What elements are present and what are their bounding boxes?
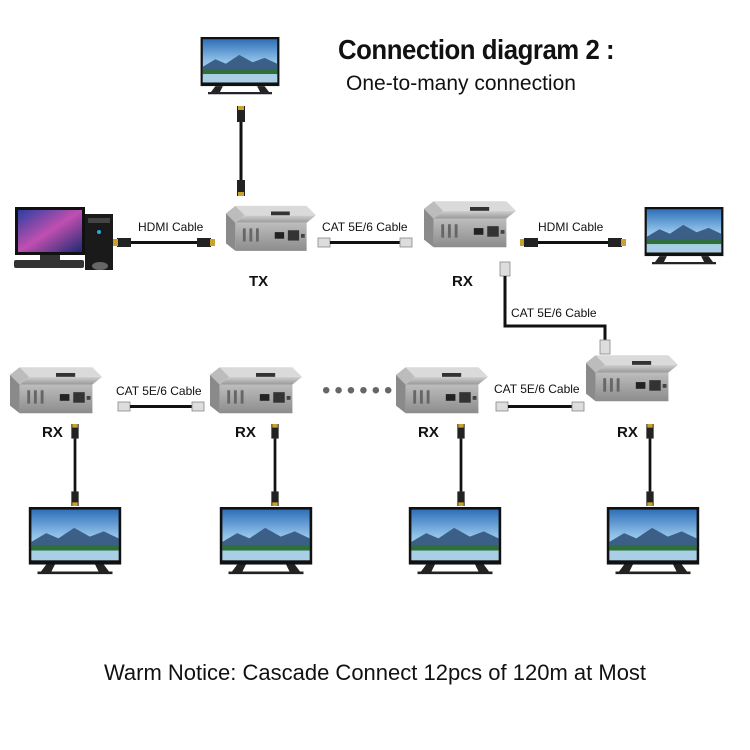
cat-cable-label-cascade: CAT 5E/6 Cable bbox=[511, 306, 597, 320]
hdmi-cable-vertical-4 bbox=[646, 424, 654, 506]
tv-right-icon bbox=[644, 207, 724, 265]
tv-bottom-3-icon bbox=[408, 507, 502, 575]
hdmi-cable-rx-tv bbox=[520, 238, 626, 247]
tv-bottom-1-icon bbox=[28, 507, 122, 575]
tx-extender-device bbox=[226, 205, 316, 251]
cat-cable-rx1-rx2 bbox=[117, 401, 205, 412]
cat-cable-tx-rx bbox=[317, 237, 413, 248]
rx-label-2: RX bbox=[235, 424, 256, 441]
rx-extender-device-1 bbox=[10, 367, 102, 414]
hdmi-cable-label-right: HDMI Cable bbox=[538, 220, 604, 234]
cat-cable-label-bottom-left: CAT 5E/6 Cable bbox=[116, 384, 202, 398]
pc-computer-icon bbox=[14, 207, 113, 270]
hdmi-cable-pc-tx bbox=[113, 238, 215, 247]
tx-label: TX bbox=[249, 273, 269, 290]
rx-label-1: RX bbox=[42, 424, 63, 441]
rx-extender-device-3 bbox=[396, 367, 488, 414]
rx-label-3: RX bbox=[418, 424, 439, 441]
warm-notice: Warm Notice: Cascade Connect 12pcs of 12… bbox=[103, 660, 647, 685]
hdmi-cable-vertical-1 bbox=[71, 424, 79, 506]
tv-bottom-2-icon bbox=[219, 507, 313, 575]
diagram-title: Connection diagram 2 : bbox=[338, 34, 615, 65]
diagram-subtitle: One-to-many connection bbox=[346, 72, 576, 95]
cat-cable-cascade-down bbox=[499, 261, 611, 355]
cat-cable-label-bottom-right: CAT 5E/6 Cable bbox=[494, 382, 580, 396]
hdmi-cable-vertical-2 bbox=[271, 424, 279, 506]
rx-extender-device-4 bbox=[586, 355, 678, 402]
hdmi-cable-vertical-3 bbox=[457, 424, 465, 506]
continuation-ellipsis: •••••• bbox=[322, 377, 397, 404]
rx-label-4: RX bbox=[617, 424, 638, 441]
hdmi-cable-vertical-top bbox=[237, 106, 245, 196]
hdmi-cable-label-left: HDMI Cable bbox=[138, 220, 204, 234]
cat-cable-rx3-rx4 bbox=[495, 401, 585, 412]
cat-cable-label-top: CAT 5E/6 Cable bbox=[322, 220, 408, 234]
rx-extender-device-2 bbox=[210, 367, 302, 414]
rx-extender-device-top bbox=[424, 201, 516, 248]
tv-bottom-4-icon bbox=[606, 507, 700, 575]
tv-top-icon bbox=[200, 37, 280, 95]
rx-label-top: RX bbox=[452, 273, 473, 290]
